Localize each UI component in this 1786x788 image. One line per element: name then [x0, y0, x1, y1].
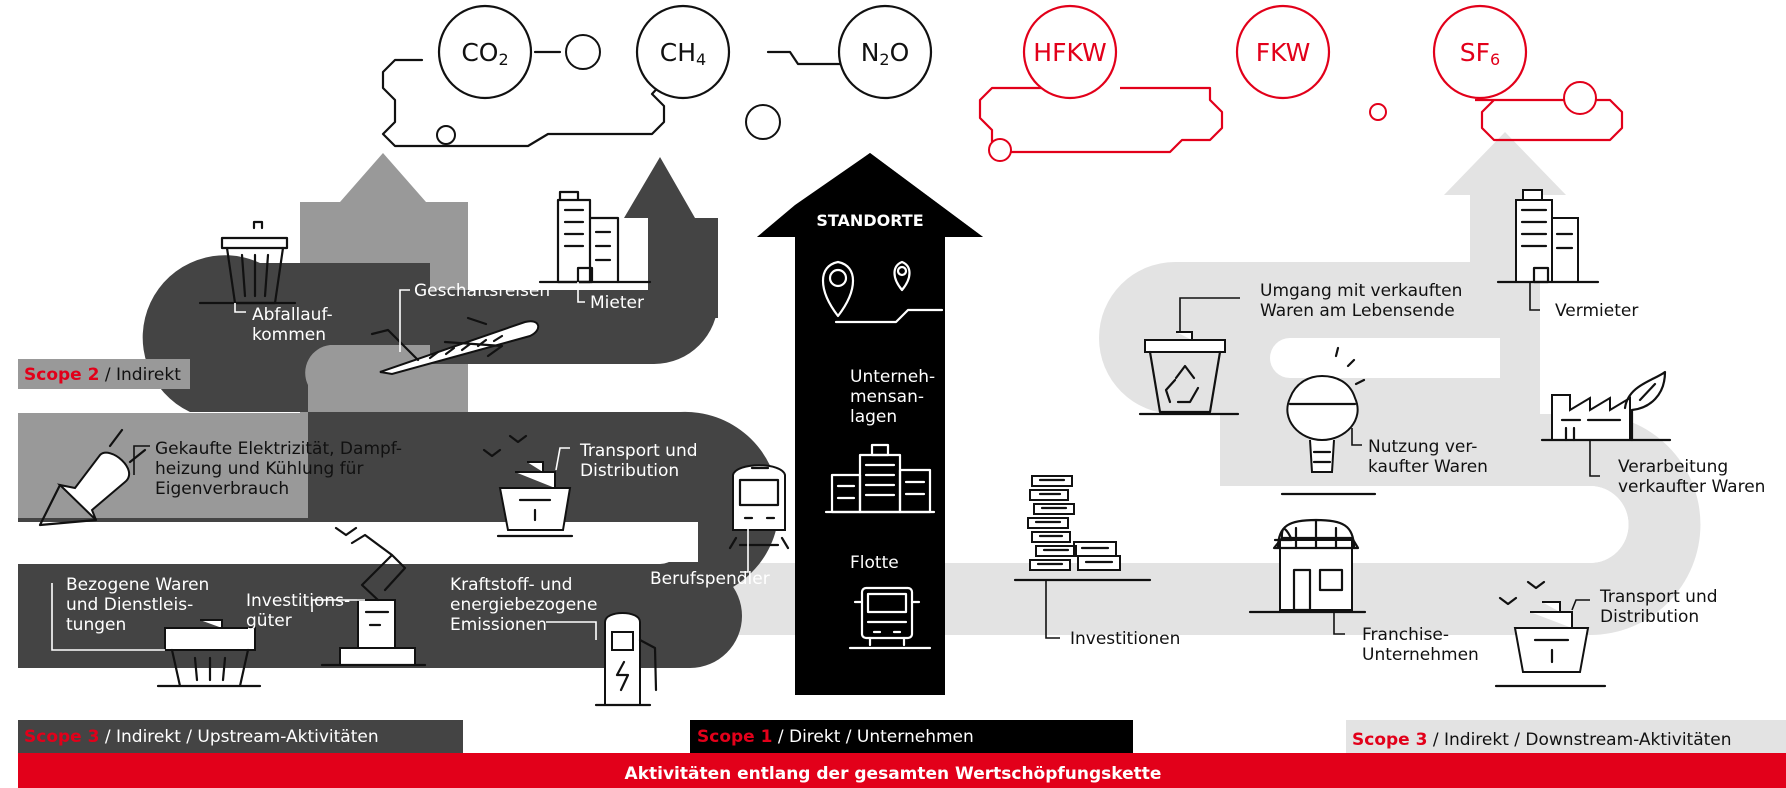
- sf6-label: SF6: [1460, 38, 1500, 69]
- footer-label: Aktivitäten entlang der gesamten Wertsch…: [625, 764, 1162, 784]
- ghg-red-cloud: HFKW FKW SF6: [978, 4, 1624, 162]
- robot-arm-icon: [320, 526, 427, 667]
- location-pin-icon: [822, 260, 944, 324]
- hfkw-bubble: [1022, 4, 1118, 100]
- n2o-bubble: [837, 4, 933, 100]
- ghg-black-cloud: CO2 CH4 N2O: [381, 4, 933, 148]
- co2-label: CO2: [461, 38, 508, 69]
- investitionen-label: Investitionen: [1070, 629, 1180, 649]
- basket-icon: [156, 619, 262, 688]
- ch4-bubble: [635, 4, 731, 100]
- vermieter-label: Vermieter: [1555, 301, 1638, 321]
- investitionsgueter-label: Investitions-güter: [246, 591, 350, 631]
- sf6-bubble: [1432, 4, 1528, 100]
- fkw-bubble: [1235, 4, 1331, 100]
- trash-icon: [198, 220, 297, 305]
- recycle-bin-icon: [1138, 331, 1240, 416]
- mieter-label: Mieter: [590, 293, 644, 313]
- elektrizitaet-label: Gekaufte Elektrizität, Dampf-heizung und…: [155, 439, 402, 499]
- coin-stack-icon: [1013, 475, 1152, 582]
- factory-icon: [1540, 370, 1672, 442]
- ch4-label: CH4: [660, 38, 706, 69]
- lightbulb-icon: [1280, 346, 1377, 496]
- truck-icon: [848, 586, 932, 650]
- plane-icon: [370, 316, 540, 376]
- building-icon: [1496, 189, 1600, 284]
- scope3-upstream-label: Scope 3 / Indirekt / Upstream-Aktivitäte…: [24, 727, 379, 747]
- co2-bubble: [437, 4, 533, 100]
- charging-station-icon: [594, 612, 658, 707]
- nutzung-label: Nutzung ver-kaufter Waren: [1368, 437, 1488, 477]
- train-icon: [728, 464, 790, 550]
- upstream-road: [18, 157, 780, 668]
- scope3-downstream-label: Scope 3 / Indirekt / Downstream-Aktivitä…: [1352, 730, 1732, 750]
- hfkw-label: HFKW: [1033, 38, 1106, 67]
- franchise-label: Franchise-Unternehmen: [1362, 625, 1479, 665]
- building-icon: [824, 443, 936, 514]
- scope1-arrow: [757, 153, 983, 695]
- geschaeftsreisen-label: Geschäftsreisen: [414, 281, 550, 301]
- berufspendler-label: Berufspendler: [650, 569, 770, 589]
- n2o-label: N2O: [861, 38, 910, 69]
- anlagen-label: Unterneh-mensan-lagen: [850, 367, 935, 427]
- building-icon: [538, 190, 652, 284]
- flotte-label: Flotte: [850, 553, 899, 573]
- ship-icon: [482, 434, 574, 538]
- ship-icon: [1494, 580, 1607, 688]
- scope1-label: Scope 1 / Direkt / Unternehmen: [697, 727, 974, 747]
- fkw-label: FKW: [1256, 38, 1311, 67]
- plug-icon: [38, 428, 147, 527]
- scope2-label: Scope 2 / Indirekt: [24, 365, 181, 385]
- abfall-label: Abfallauf-kommen: [252, 305, 333, 345]
- shop-icon: [1248, 518, 1367, 614]
- standorte-label: STANDORTE: [816, 211, 923, 230]
